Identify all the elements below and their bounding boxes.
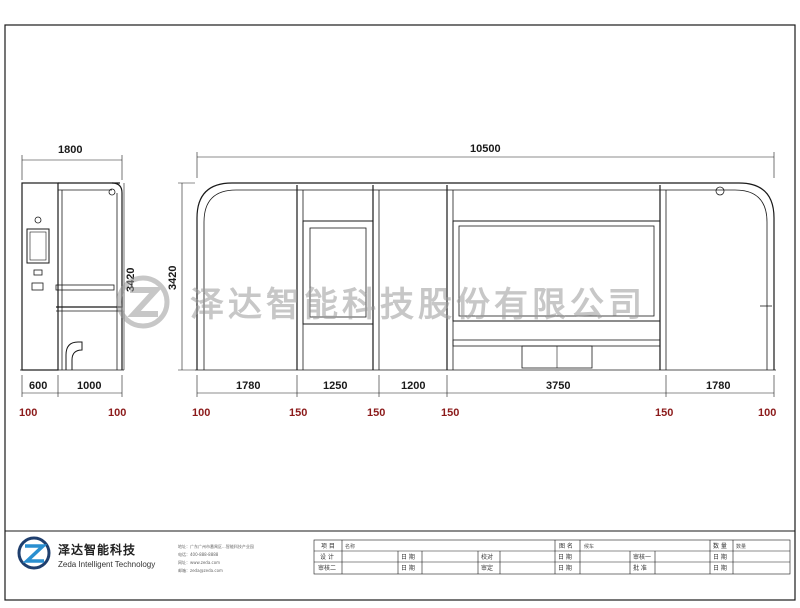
side-view (20, 155, 125, 397)
dim-front-post-5: 150 (655, 407, 673, 419)
tb-r1-drawing-label: 图 名 (559, 542, 573, 550)
dim-side-post-1: 100 (19, 407, 37, 419)
tb-r3-date2-label: 日 期 (558, 564, 572, 572)
dim-front-post-3: 150 (367, 407, 385, 419)
front-view (178, 152, 776, 397)
dim-front-bottom-3: 1200 (401, 380, 425, 392)
tb-r1-project-label: 项 目 (321, 543, 335, 550)
dim-front-post-4: 150 (441, 407, 459, 419)
tb-r3-ratify-label: 批 准 (633, 564, 647, 572)
tb-r2-date3-label: 日 期 (713, 553, 727, 561)
company-name-cn: 泽达智能科技 (58, 542, 136, 557)
dim-front-width: 10500 (470, 143, 501, 155)
tb-r2-date1-label: 日 期 (401, 553, 415, 561)
title-block-grid (313, 539, 791, 575)
dim-side-bottom-2: 1000 (77, 380, 101, 392)
tb-r2-check-label: 校对 (481, 553, 493, 561)
company-address-4: 邮箱：zeda@zeda.com (178, 567, 223, 573)
company-logo-icon (17, 536, 51, 570)
drawing-frame (4, 24, 796, 601)
dim-front-post-6: 100 (758, 407, 776, 419)
tb-r2-design-label: 设 计 (320, 553, 334, 561)
watermark-logo-icon (116, 275, 170, 329)
company-address-2: 电话：400-888-8888 (178, 551, 219, 557)
company-address-3: 网址：www.zeda.com (178, 559, 220, 565)
dim-front-post-2: 150 (289, 407, 307, 419)
dim-front-bottom-2: 1250 (323, 380, 347, 392)
watermark-text: 泽达智能科技股份有限公司 (190, 285, 646, 325)
tb-r3-review2-label: 审核二 (318, 564, 336, 572)
company-name-en: Zeda Intelligent Technology (58, 560, 155, 569)
tb-r1-qty-value: 数量 (736, 543, 746, 550)
dim-side-post-2: 100 (108, 407, 126, 419)
tb-r1-drawing-value: 候车 (584, 543, 594, 550)
tb-r2-date2-label: 日 期 (558, 553, 572, 561)
dim-front-bottom-5: 1780 (706, 380, 730, 392)
dim-front-post-1: 100 (192, 407, 210, 419)
company-address-1: 地址：广东广州市番禺区...智能科技产业园 (178, 543, 254, 549)
tb-r1-qty-label: 数 量 (713, 542, 727, 550)
tb-r3-date3-label: 日 期 (713, 564, 727, 572)
tb-r3-date1-label: 日 期 (401, 564, 415, 572)
dim-front-bottom-4: 3750 (546, 380, 570, 392)
dim-front-height: 3420 (167, 266, 179, 290)
tb-r1-name-label: 名称 (345, 543, 355, 550)
tb-r3-approve-label: 审定 (481, 564, 493, 572)
dim-side-bottom-1: 600 (29, 380, 47, 392)
dim-side-width: 1800 (58, 144, 82, 156)
tb-r2-review1-label: 审核一 (633, 553, 651, 561)
dim-front-bottom-1: 1780 (236, 380, 260, 392)
